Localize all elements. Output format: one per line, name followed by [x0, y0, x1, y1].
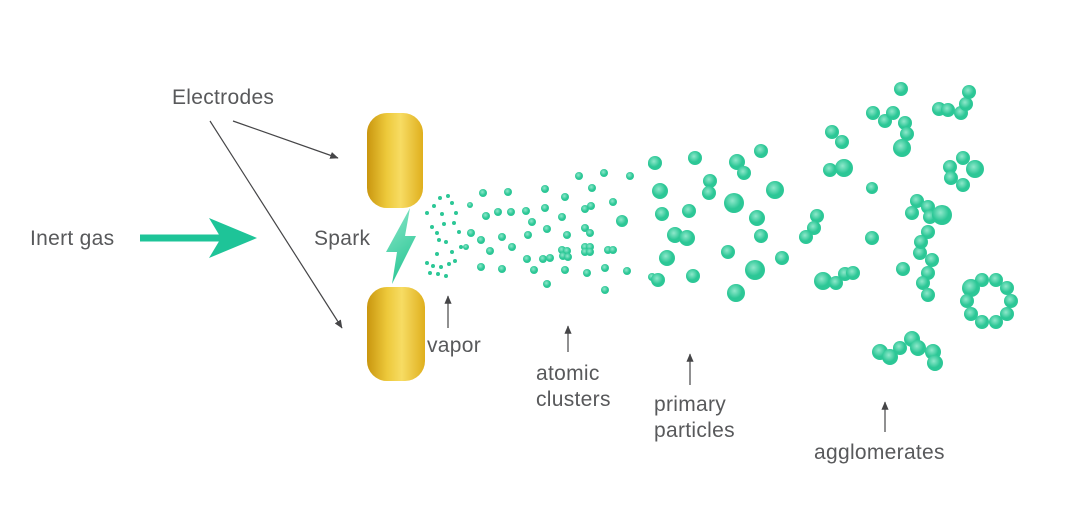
electrode-top — [367, 113, 423, 208]
electrodes-pointer-bottom-arrow — [209, 120, 343, 329]
inert-gas-flow-arrow — [140, 218, 257, 258]
atomic_clusters-particles — [463, 159, 658, 294]
primary-particles — [648, 144, 789, 302]
spark-bolt-icon — [386, 208, 416, 284]
atomic-clusters-label: atomic clusters — [536, 361, 611, 413]
atomic-clusters-label-line1: atomic — [536, 362, 600, 385]
electrode-bottom — [367, 287, 425, 381]
electrodes-label: Electrodes — [172, 86, 275, 109]
agglomerates-particles — [799, 82, 1018, 371]
agglomerates-label: agglomerates — [814, 441, 945, 464]
inert-gas-label: Inert gas — [30, 227, 115, 250]
spark-label: Spark — [314, 227, 371, 250]
vapor-label: vapor — [427, 334, 482, 357]
vapor-particles — [425, 194, 463, 278]
primary-particles-label-line2: particles — [654, 419, 735, 442]
primary-particles-label: primary particles — [654, 392, 735, 444]
electrodes-pointer-top-arrow — [232, 120, 339, 159]
atomic-clusters-label-line2: clusters — [536, 388, 611, 411]
primary-particles-label-line1: primary — [654, 393, 727, 416]
